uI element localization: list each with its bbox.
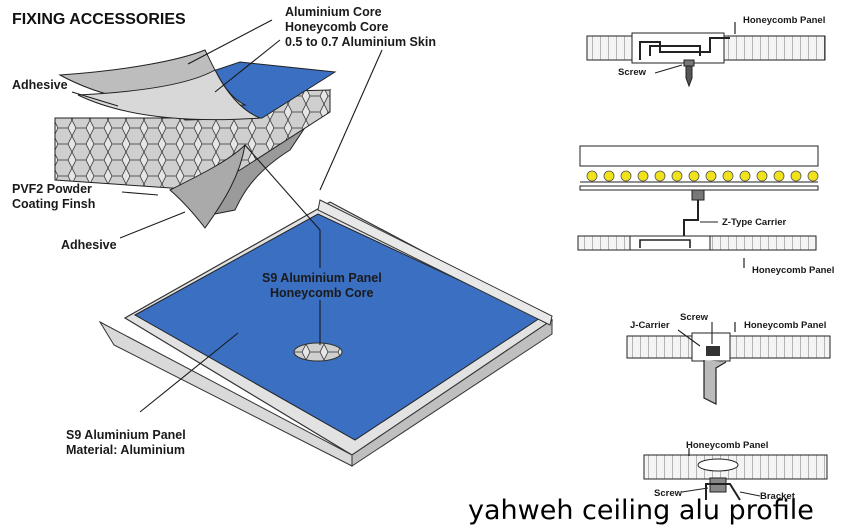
- label-panel-bottom-line2: Material: Aluminium: [66, 443, 185, 457]
- watermark-text: yahweh ceiling alu profile: [468, 495, 814, 526]
- label-panel-center-line1: S9 Aluminium Panel: [262, 271, 382, 285]
- exploded-panel-layers: [54, 49, 337, 229]
- d4-bracket-label: Bracket: [760, 491, 795, 502]
- screw-dot: [671, 170, 683, 182]
- d3-j-carrier-label: J-Carrier: [630, 320, 670, 331]
- label-aluminium-skin: 0.5 to 0.7 Aluminium Skin: [285, 35, 436, 49]
- d4-honeycomb-panel-label: Honeycomb Panel: [686, 440, 769, 451]
- d1-screw-label: Screw: [618, 67, 646, 78]
- screw-dot: [756, 170, 768, 182]
- screw-dot: [586, 170, 598, 182]
- aluminium-panel-tray: [98, 199, 554, 467]
- d3-screw-label: Screw: [680, 312, 708, 323]
- leader-lines: [71, 19, 383, 413]
- d1-honeycomb-panel-label: Honeycomb Panel: [743, 15, 826, 26]
- screw-dot: [739, 170, 751, 182]
- label-adhesive-top: Adhesive: [12, 78, 68, 92]
- label-panel-bottom-line1: S9 Aluminium Panel: [66, 428, 186, 442]
- screw-dot: [722, 170, 734, 182]
- label-honeycomb-core: Honeycomb Core: [285, 20, 389, 34]
- detail-1-screw-fixing: [586, 22, 826, 88]
- screw-dot-row: [586, 170, 819, 182]
- screw-dot: [773, 170, 785, 182]
- page-title: FIXING ACCESSORIES: [12, 11, 186, 28]
- screw-dot: [620, 170, 632, 182]
- detail-3-j-carrier: [626, 322, 831, 405]
- detail-4-bracket: [643, 448, 828, 501]
- screw-dot: [790, 170, 802, 182]
- screw-dot: [688, 170, 700, 182]
- label-panel-center-line2: Honeycomb Core: [270, 286, 374, 300]
- label-adhesive-bottom: Adhesive: [61, 238, 117, 252]
- screw-dot: [705, 170, 717, 182]
- d4-screw-label: Screw: [654, 488, 682, 499]
- d2-carrier-label: Z-Type Carrier: [722, 217, 787, 228]
- d3-honeycomb-panel-label: Honeycomb Panel: [744, 320, 827, 331]
- detail-2-z-carrier: [577, 145, 819, 268]
- label-coating-line2: Coating Finsh: [12, 197, 96, 211]
- screw-dot: [637, 170, 649, 182]
- label-coating-line1: PVF2 Powder: [12, 182, 92, 196]
- d2-honeycomb-panel-label: Honeycomb Panel: [752, 265, 835, 276]
- screw-dot: [603, 170, 615, 182]
- label-aluminium-core: Aluminium Core: [285, 5, 382, 19]
- screw-dot: [654, 170, 666, 182]
- screw-dot: [807, 170, 819, 182]
